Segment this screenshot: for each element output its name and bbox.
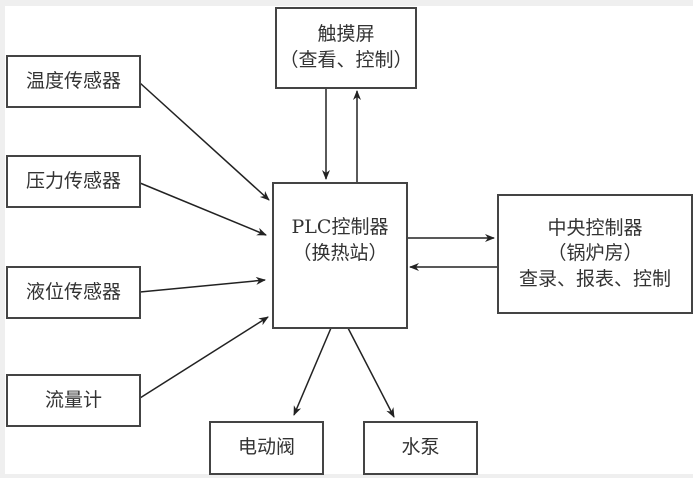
temperature-sensor-node: 温度传感器	[6, 55, 141, 108]
flow-meter-node: 流量计	[6, 374, 141, 427]
level-sensor-node: 液位传感器	[6, 266, 141, 319]
electric-valve-label: 电动阀	[237, 436, 295, 459]
plc-subtitle: （换热站）	[292, 241, 388, 264]
central-subtitle: （锅炉房）	[547, 242, 643, 265]
plc-title: PLC控制器	[291, 215, 389, 238]
electric-valve-node: 电动阀	[209, 421, 324, 475]
central-controller-node: 中央控制器 （锅炉房） 查录、报表、控制	[497, 194, 693, 314]
pressure-sensor-label: 压力传感器	[25, 169, 121, 192]
pressure-sensor-node: 压力传感器	[6, 155, 141, 208]
central-functions: 查录、报表、控制	[518, 267, 671, 290]
touch-screen-node: 触摸屏 （查看、控制）	[275, 7, 417, 89]
water-pump-label: 水泵	[401, 436, 440, 459]
level-sensor-label: 液位传感器	[25, 280, 121, 303]
water-pump-node: 水泵	[363, 421, 478, 475]
flow-meter-label: 流量计	[44, 388, 102, 411]
central-title: 中央控制器	[547, 216, 643, 239]
touch-screen-title: 触摸屏	[317, 23, 375, 46]
touch-screen-subtitle: （查看、控制）	[279, 49, 413, 71]
temperature-sensor-label: 温度传感器	[25, 69, 121, 92]
plc-controller-node: PLC控制器 （换热站）	[272, 182, 408, 329]
